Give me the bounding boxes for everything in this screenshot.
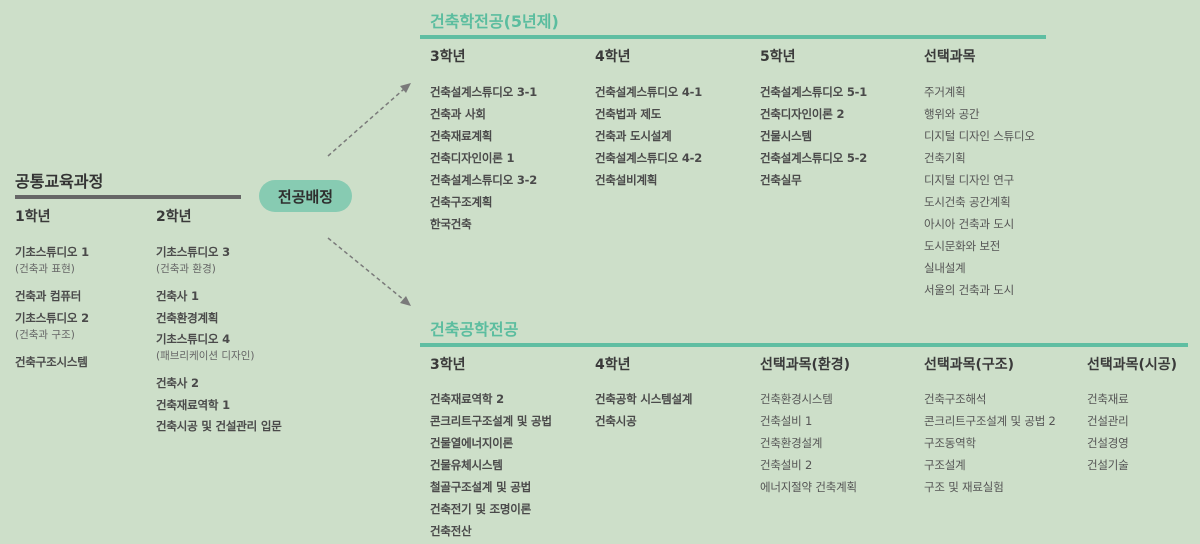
- column-header: 선택과목(환경): [760, 357, 851, 373]
- course-item: 콘크리트구조설계 및 공법: [430, 414, 552, 428]
- column-header: 5학년: [760, 49, 796, 65]
- course-item: 건물열에너지이론: [430, 436, 514, 450]
- course-item: 철골구조설계 및 공법: [430, 480, 532, 494]
- course-item: 기초스튜디오 2: [15, 310, 89, 325]
- course-item: 건축공학 시스템설계: [595, 392, 693, 406]
- course-item: 기초스튜디오 3: [156, 245, 230, 259]
- year-header: 2학년: [156, 209, 192, 225]
- course-item: 구조설계: [924, 458, 966, 472]
- course-item: 건축환경시스템: [760, 392, 833, 406]
- course-item: 건축기획: [924, 151, 966, 165]
- course-item: 건축설비계획: [595, 173, 658, 187]
- course-item: 건축설계스튜디오 5-2: [760, 151, 868, 165]
- course-item: 건축디자인이론 2: [760, 107, 845, 121]
- course-item: 구조동역학: [924, 436, 976, 450]
- year-header: 1학년: [15, 209, 51, 225]
- course-item: 건축재료역학 1: [156, 397, 230, 412]
- common-curriculum-divider: [15, 195, 241, 199]
- course-item: 건축실무: [760, 173, 802, 187]
- course-item: 디지털 디자인 스튜디오: [924, 129, 1035, 143]
- course-item: 건축과 도시설계: [595, 129, 672, 143]
- course-item: 건축시공: [595, 414, 637, 428]
- course-subtitle: (건축과 표현): [15, 263, 75, 275]
- course-item: 구조 및 재료실험: [924, 480, 1004, 494]
- course-item: 건축법과 제도: [595, 107, 662, 121]
- arrow-to-engineering: [327, 237, 411, 306]
- course-item: 건축과 컴퓨터: [15, 289, 82, 303]
- course-item: 건축구조해석: [924, 392, 987, 406]
- course-subtitle: (건축과 환경): [156, 263, 216, 275]
- course-item: 건축재료계획: [430, 129, 493, 143]
- course-item: 건축전기 및 조명이론: [430, 502, 532, 516]
- major-assignment-label: 전공배정: [277, 187, 334, 206]
- course-item: 건설기술: [1087, 458, 1129, 472]
- major-assignment-pill: 전공배정: [259, 180, 352, 212]
- course-item: 건축설비 2: [760, 458, 813, 472]
- course-item: 건축설계스튜디오 4-2: [595, 151, 703, 165]
- course-item: 도시건축 공간계획: [924, 195, 1011, 209]
- column-header: 4학년: [595, 49, 631, 65]
- course-item: 에너지절약 건축계획: [760, 480, 857, 494]
- course-item: 서울의 건축과 도시: [924, 283, 1014, 297]
- course-subtitle: (패브리케이션 디자인): [156, 350, 255, 362]
- column-header: 선택과목(구조): [924, 357, 1015, 373]
- course-item: 건축디자인이론 1: [430, 151, 515, 165]
- course-item: 건축구조계획: [430, 195, 493, 209]
- arrow-to-architecture: [327, 83, 411, 157]
- engineering-divider: [420, 343, 1188, 347]
- course-item: 건축설비 1: [760, 414, 813, 428]
- course-item: 건축사 1: [156, 289, 199, 303]
- column-header: 3학년: [430, 49, 466, 65]
- course-item: 건축구조시스템: [15, 354, 88, 369]
- course-item: 건물시스템: [760, 129, 812, 143]
- course-item: 디지털 디자인 연구: [924, 173, 1014, 187]
- course-item: 아시아 건축과 도시: [924, 217, 1014, 231]
- course-item: 건축재료역학 2: [430, 392, 504, 406]
- course-item: 건축사 2: [156, 376, 199, 390]
- course-item: 도시문화와 보전: [924, 239, 1001, 253]
- engineering-major-title: 건축공학전공: [430, 320, 519, 339]
- course-item: 건축설계스튜디오 3-2: [430, 173, 538, 187]
- course-item: 건축환경계획: [156, 310, 219, 325]
- course-item: 기초스튜디오 4: [156, 332, 230, 346]
- course-item: 콘크리트구조설계 및 공법 2: [924, 414, 1056, 428]
- course-item: 기초스튜디오 1: [15, 245, 89, 259]
- course-item: 건축설계스튜디오 5-1: [760, 85, 868, 99]
- course-item: 주거계획: [924, 85, 966, 99]
- common-curriculum-title: 공통교육과정: [15, 172, 104, 191]
- course-item: 건축시공 및 건설관리 입문: [156, 419, 282, 433]
- course-item: 건축설계스튜디오 3-1: [430, 85, 538, 99]
- column-header: 3학년: [430, 357, 466, 373]
- course-item: 실내설계: [924, 261, 966, 275]
- course-item: 건축환경설계: [760, 436, 823, 450]
- architecture-divider: [420, 35, 1046, 39]
- column-header: 선택과목(시공): [1087, 357, 1178, 373]
- course-item: 행위와 공간: [924, 107, 980, 121]
- course-item: 건물유체시스템: [430, 458, 503, 472]
- course-item: 건축설계스튜디오 4-1: [595, 85, 703, 99]
- column-header: 4학년: [595, 357, 631, 373]
- course-item: 건축과 사회: [430, 107, 486, 121]
- course-item: 건축전산: [430, 524, 472, 538]
- course-item: 한국건축: [430, 217, 472, 231]
- column-header: 선택과목: [924, 49, 976, 65]
- course-item: 건설경영: [1087, 436, 1129, 450]
- course-item: 건설관리: [1087, 414, 1129, 428]
- course-item: 건축재료: [1087, 392, 1129, 406]
- architecture-major-title: 건축학전공(5년제): [430, 12, 559, 31]
- course-subtitle: (건축과 구조): [15, 328, 75, 341]
